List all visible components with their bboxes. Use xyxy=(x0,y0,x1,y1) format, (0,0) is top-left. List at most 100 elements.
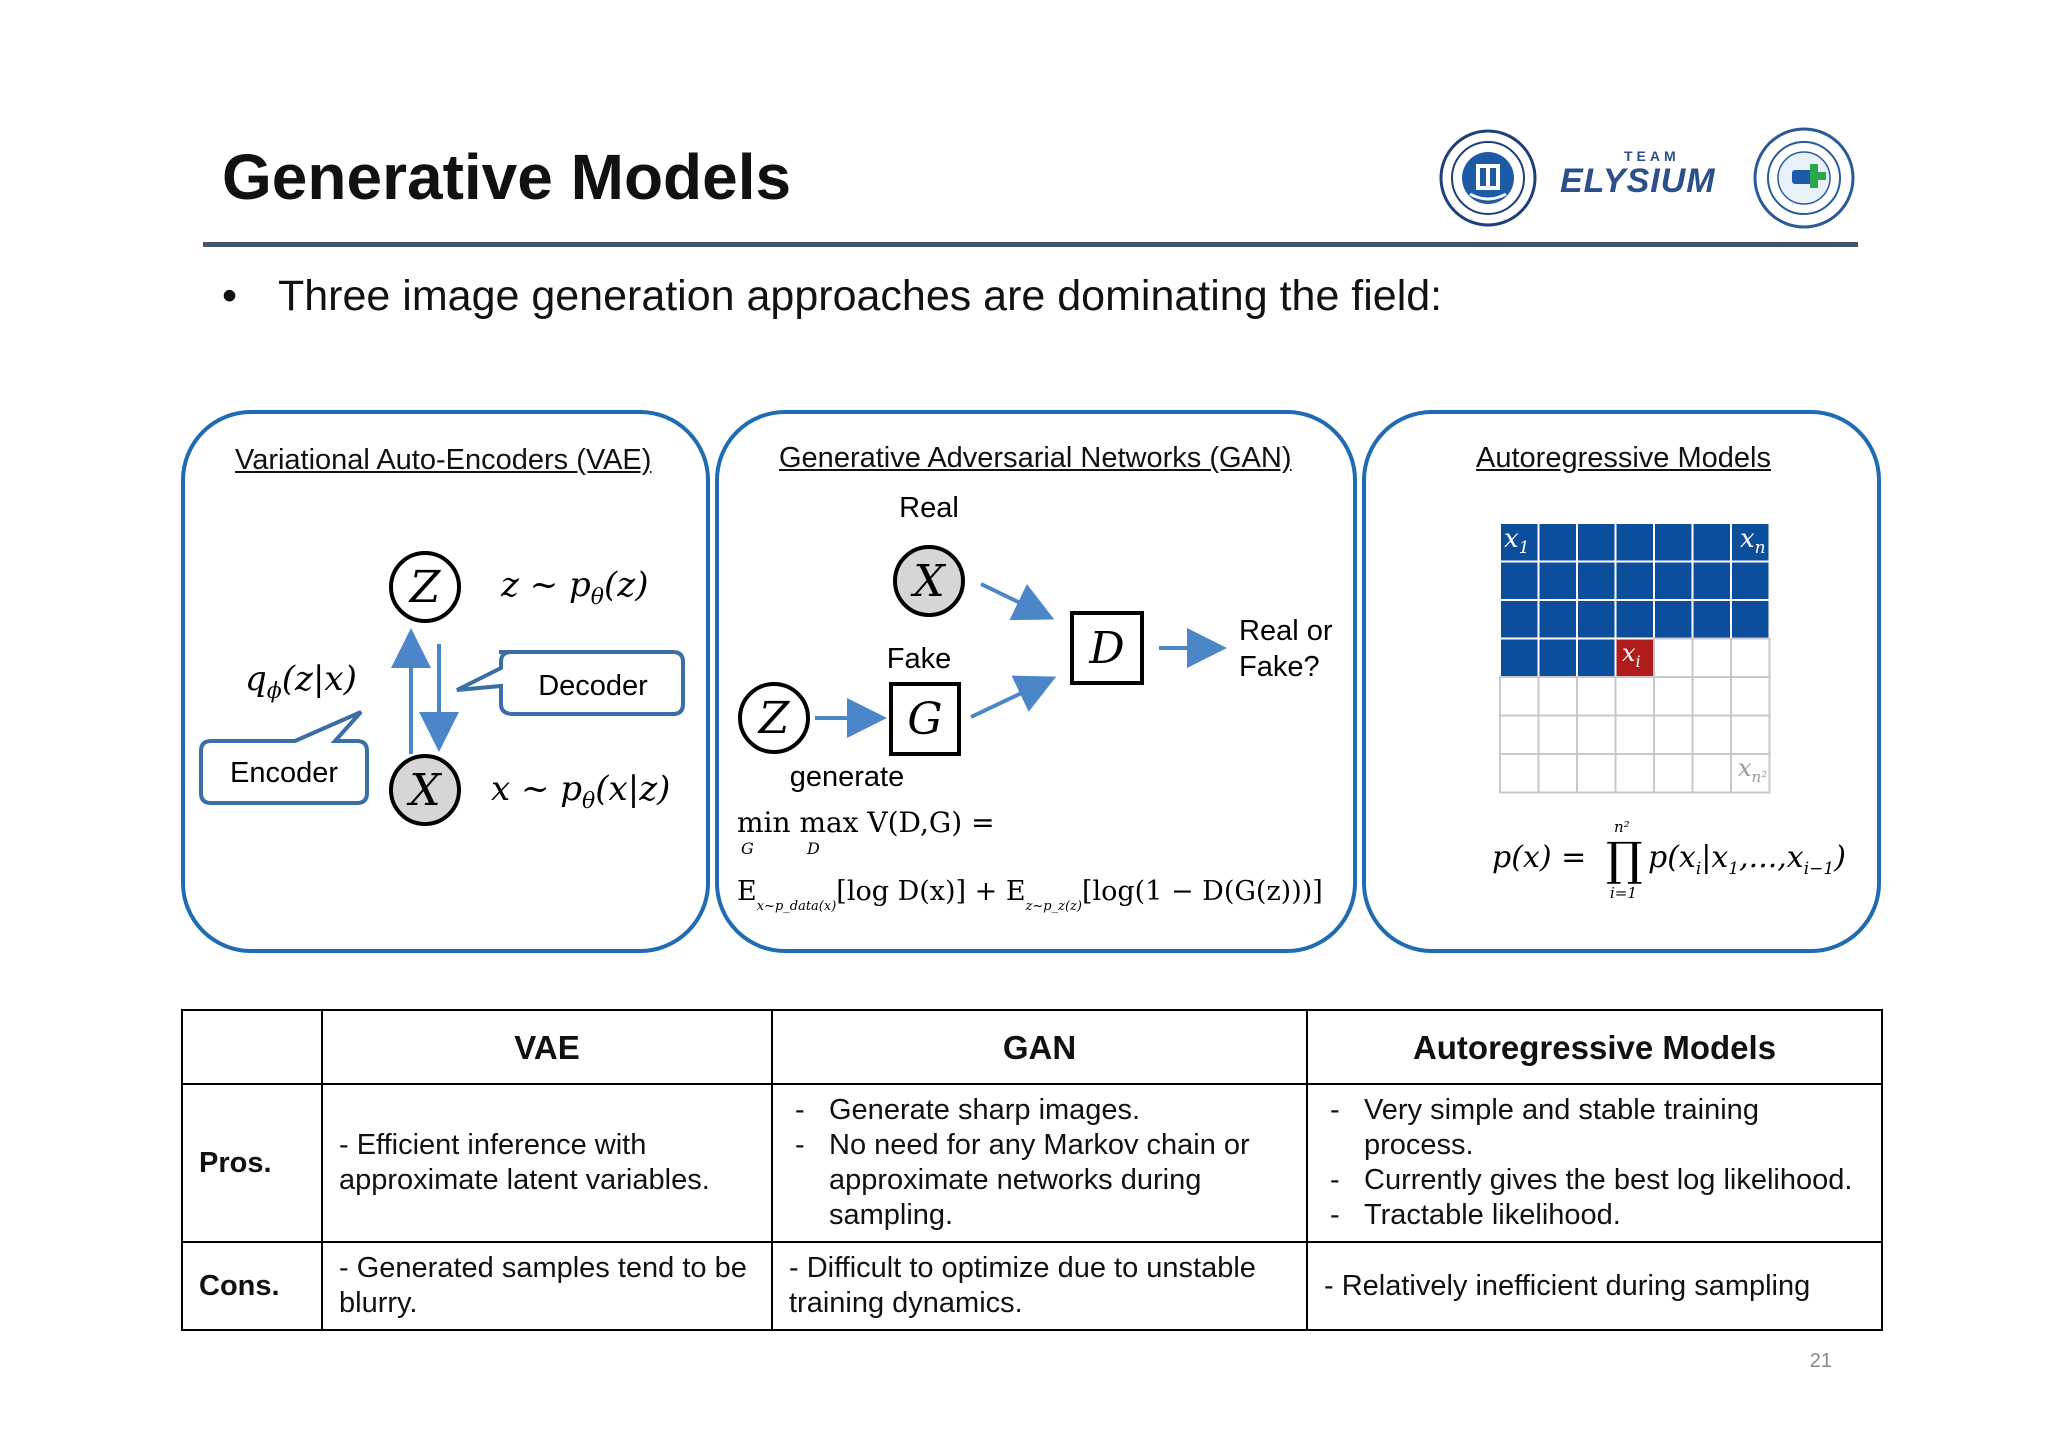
grid-cell xyxy=(1499,522,1540,563)
list-item: Generate sharp images. xyxy=(789,1093,1290,1128)
pros-label: Pros. xyxy=(181,1083,323,1243)
grid-cell xyxy=(1730,637,1771,678)
grid-cell xyxy=(1730,714,1771,755)
gan-panel: Generative Adversarial Networks (GAN) Re… xyxy=(715,410,1357,953)
ar-cell-xi-label: xi xyxy=(1622,639,1641,671)
grid-cell xyxy=(1537,753,1578,794)
gan-fake-label: Fake xyxy=(887,643,951,675)
grid-cell xyxy=(1614,714,1655,755)
grid-cell xyxy=(1730,753,1771,794)
grid-cell xyxy=(1730,676,1771,717)
x-to-d-arrow xyxy=(980,582,1055,621)
grid-cell xyxy=(1576,637,1617,678)
ar-panel-title: Autoregressive Models xyxy=(1476,442,1771,474)
grid-cell xyxy=(1653,560,1694,601)
grid-cell xyxy=(1691,714,1732,755)
vae-likelihood-text: x ~ pθ(x|z) xyxy=(491,769,670,814)
grid-cell xyxy=(1691,560,1732,601)
grid-cell xyxy=(1653,637,1694,678)
autoregressive-panel: Autoregressive Models x1 xn xi xn² p(x) … xyxy=(1362,410,1881,953)
list-item: Tractable likelihood. xyxy=(1324,1198,1865,1233)
grid-cell xyxy=(1614,522,1655,563)
grid-cell xyxy=(1691,637,1732,678)
table-row-pros: Pros. - Efficient inference with approxi… xyxy=(181,1083,1883,1243)
grid-cell xyxy=(1537,522,1578,563)
page-number: 21 xyxy=(1809,1350,1832,1372)
table-header-vae: VAE xyxy=(321,1009,773,1085)
grid-cell xyxy=(1537,599,1578,640)
grid-cell xyxy=(1614,599,1655,640)
grid-cell xyxy=(1691,599,1732,640)
grid-cell xyxy=(1537,714,1578,755)
grid-cell xyxy=(1499,599,1540,640)
cons-label: Cons. xyxy=(181,1241,323,1331)
page-title: Generative Models xyxy=(222,141,792,213)
gan-real-label: Real xyxy=(899,492,959,524)
vae-panel: Variational Auto-Encoders (VAE) Z X z ~ … xyxy=(181,410,710,953)
cons-vae-cell: - Generated samples tend to be blurry. xyxy=(321,1241,773,1331)
grid-cell xyxy=(1576,753,1617,794)
gan-node-x-label: X xyxy=(910,556,946,607)
grid-cell xyxy=(1499,753,1540,794)
gan-node-d-label: D xyxy=(1088,623,1124,674)
ar-formula-upper: n² xyxy=(1614,818,1630,836)
bullet-text: Three image generation approaches are do… xyxy=(278,272,1443,320)
pros-gan-cell: Generate sharp images. No need for any M… xyxy=(771,1083,1308,1243)
gan-objective-min-sub: G xyxy=(741,839,754,858)
grid-cell xyxy=(1499,676,1540,717)
gan-output-line2: Fake? xyxy=(1239,651,1320,683)
gan-generate-label: generate xyxy=(790,761,905,793)
table-header-row: VAE GAN Autoregressive Models xyxy=(181,1009,1883,1085)
grid-cell xyxy=(1499,637,1540,678)
cons-ar-cell: - Relatively inefficient during sampling xyxy=(1306,1241,1883,1331)
inha-university-seal-icon xyxy=(1438,128,1538,228)
ar-cell-x1-label: x1 xyxy=(1504,524,1530,558)
gan-node-g xyxy=(889,682,961,756)
grid-cell xyxy=(1614,753,1655,794)
grid-cell xyxy=(1576,714,1617,755)
gan-objective-line2: Ex~p_data(x)[log D(x)] + Ez~p_z(z)[log(1… xyxy=(737,876,1323,914)
decoder-callout xyxy=(456,650,685,716)
g-to-d-arrow xyxy=(970,675,1057,719)
ar-cell-xn-label: xn xyxy=(1740,524,1766,558)
grid-cell xyxy=(1653,676,1694,717)
grid-cell xyxy=(1653,522,1694,563)
grid-cell xyxy=(1653,599,1694,640)
list-item: Currently gives the best log likelihood. xyxy=(1324,1163,1865,1198)
pnuh-hospital-seal-icon xyxy=(1752,126,1856,230)
grid-cell xyxy=(1537,637,1578,678)
grid-cell xyxy=(1499,560,1540,601)
bullet-symbol: • xyxy=(222,272,238,320)
gan-output-line1: Real or xyxy=(1239,615,1333,647)
gan-objective-max-sub: D xyxy=(806,839,820,858)
grid-cell xyxy=(1576,522,1617,563)
grid-cell xyxy=(1730,560,1771,601)
comparison-table: VAE GAN Autoregressive Models Pros. - Ef… xyxy=(181,1009,1883,1331)
gan-node-g-label: G xyxy=(907,694,942,745)
vae-node-z xyxy=(389,551,461,623)
vae-prior-text: z ~ pθ(z) xyxy=(500,565,648,610)
grid-cell xyxy=(1614,637,1655,678)
gan-node-x xyxy=(893,545,965,617)
ar-formula-prod: ∏ xyxy=(1606,832,1643,886)
bullet-item: • Three image generation approaches are d… xyxy=(222,272,1442,321)
grid-cell xyxy=(1614,676,1655,717)
table-header-gan: GAN xyxy=(771,1009,1308,1085)
table-header-ar: Autoregressive Models xyxy=(1306,1009,1883,1085)
list-item: Very simple and stable training process. xyxy=(1324,1093,1865,1163)
grid-cell xyxy=(1653,753,1694,794)
ar-formula-rhs: p(xi|x1,...,xi−1) xyxy=(1648,840,1846,879)
gan-diagram: Real X Fake Z G generate D Real or Fake?… xyxy=(737,492,1333,914)
vae-node-x xyxy=(389,754,461,826)
vae-node-x-label: X xyxy=(406,765,442,816)
title-divider xyxy=(203,242,1858,247)
team-elysium-logo-icon: TEAM ELYSIUM xyxy=(1560,148,1716,200)
vae-node-z-label: Z xyxy=(408,562,442,613)
table-row-cons: Cons. - Generated samples tend to be blu… xyxy=(181,1241,1883,1331)
grid-cell xyxy=(1691,522,1732,563)
pixel-grid xyxy=(1499,522,1771,794)
grid-cell xyxy=(1653,714,1694,755)
grid-cell xyxy=(1691,753,1732,794)
grid-cell xyxy=(1576,676,1617,717)
grid-cell xyxy=(1691,676,1732,717)
